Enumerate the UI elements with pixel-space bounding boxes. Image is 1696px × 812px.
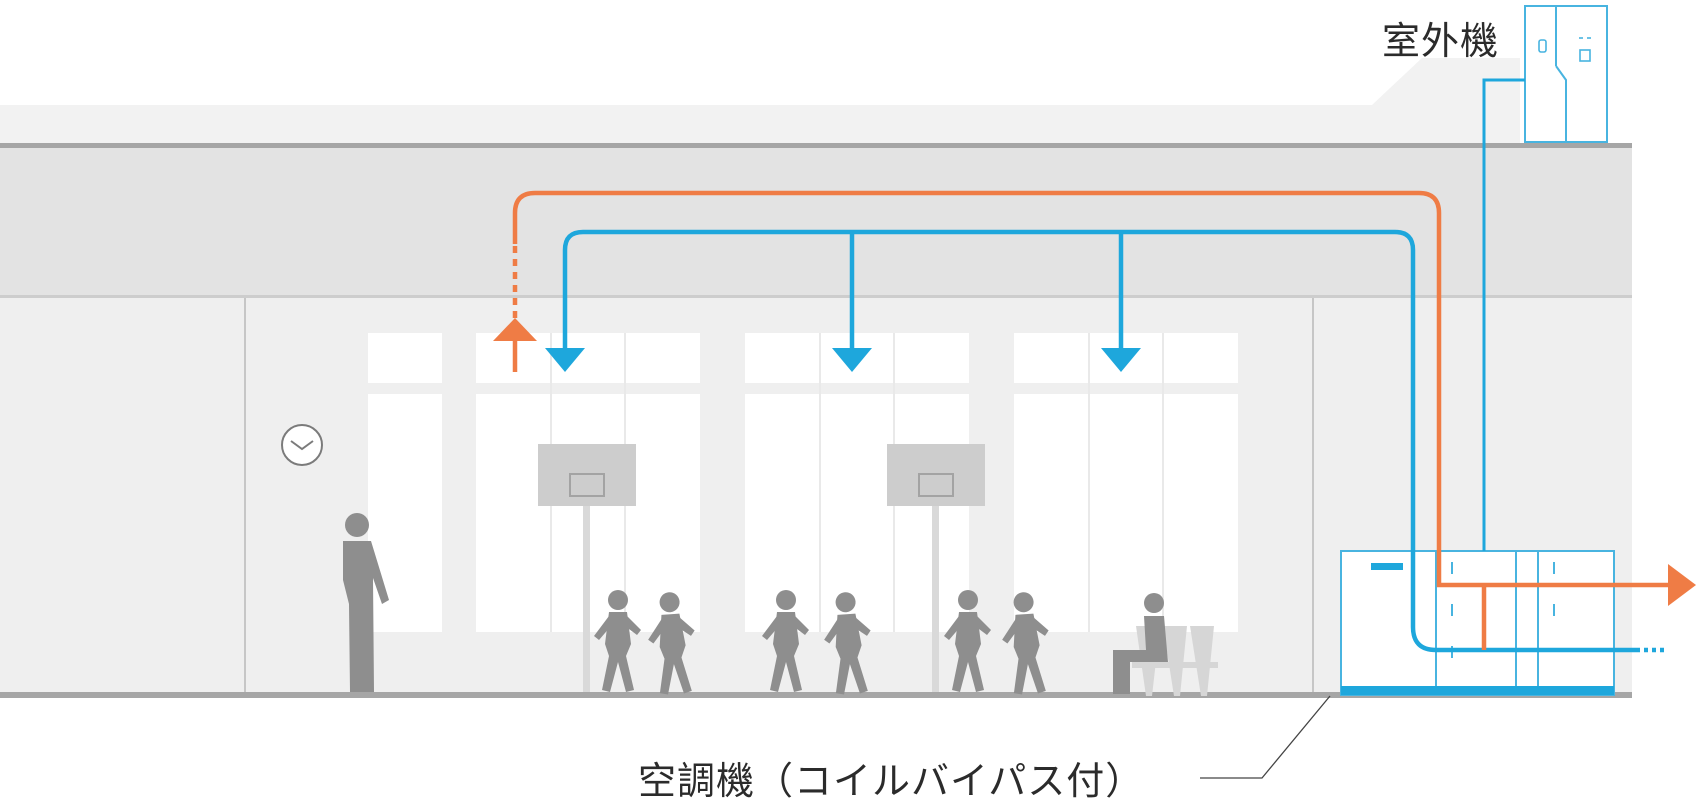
seated-person (1113, 593, 1168, 694)
supply-air-outlet-arrows (545, 348, 1141, 372)
exhaust-air-arrow (1668, 564, 1696, 606)
basketball-hoop-right (887, 444, 985, 696)
supply-air-duct (562, 229, 1672, 653)
return-air-arrows (493, 318, 1696, 606)
floor (0, 692, 1632, 698)
windows (368, 333, 1238, 632)
refrigerant-pipe (1482, 78, 1525, 551)
roof-slab (0, 58, 1632, 148)
ceiling-line (0, 295, 1632, 298)
standing-person (343, 513, 389, 692)
basketball-hoop-left (538, 444, 636, 696)
ceiling-plenum (0, 148, 1632, 298)
return-air-intake-arrow (493, 318, 537, 341)
clock-icon (281, 424, 323, 466)
return-air-duct (512, 190, 1680, 650)
outdoor-unit-label: 室外機 (1382, 19, 1500, 63)
ahu-leader-line (1200, 695, 1331, 779)
air-handling-unit-label: 空調機（コイルバイパス付） (638, 759, 1145, 803)
outdoor-unit (1524, 5, 1608, 143)
air-handling-unit (1340, 550, 1615, 696)
